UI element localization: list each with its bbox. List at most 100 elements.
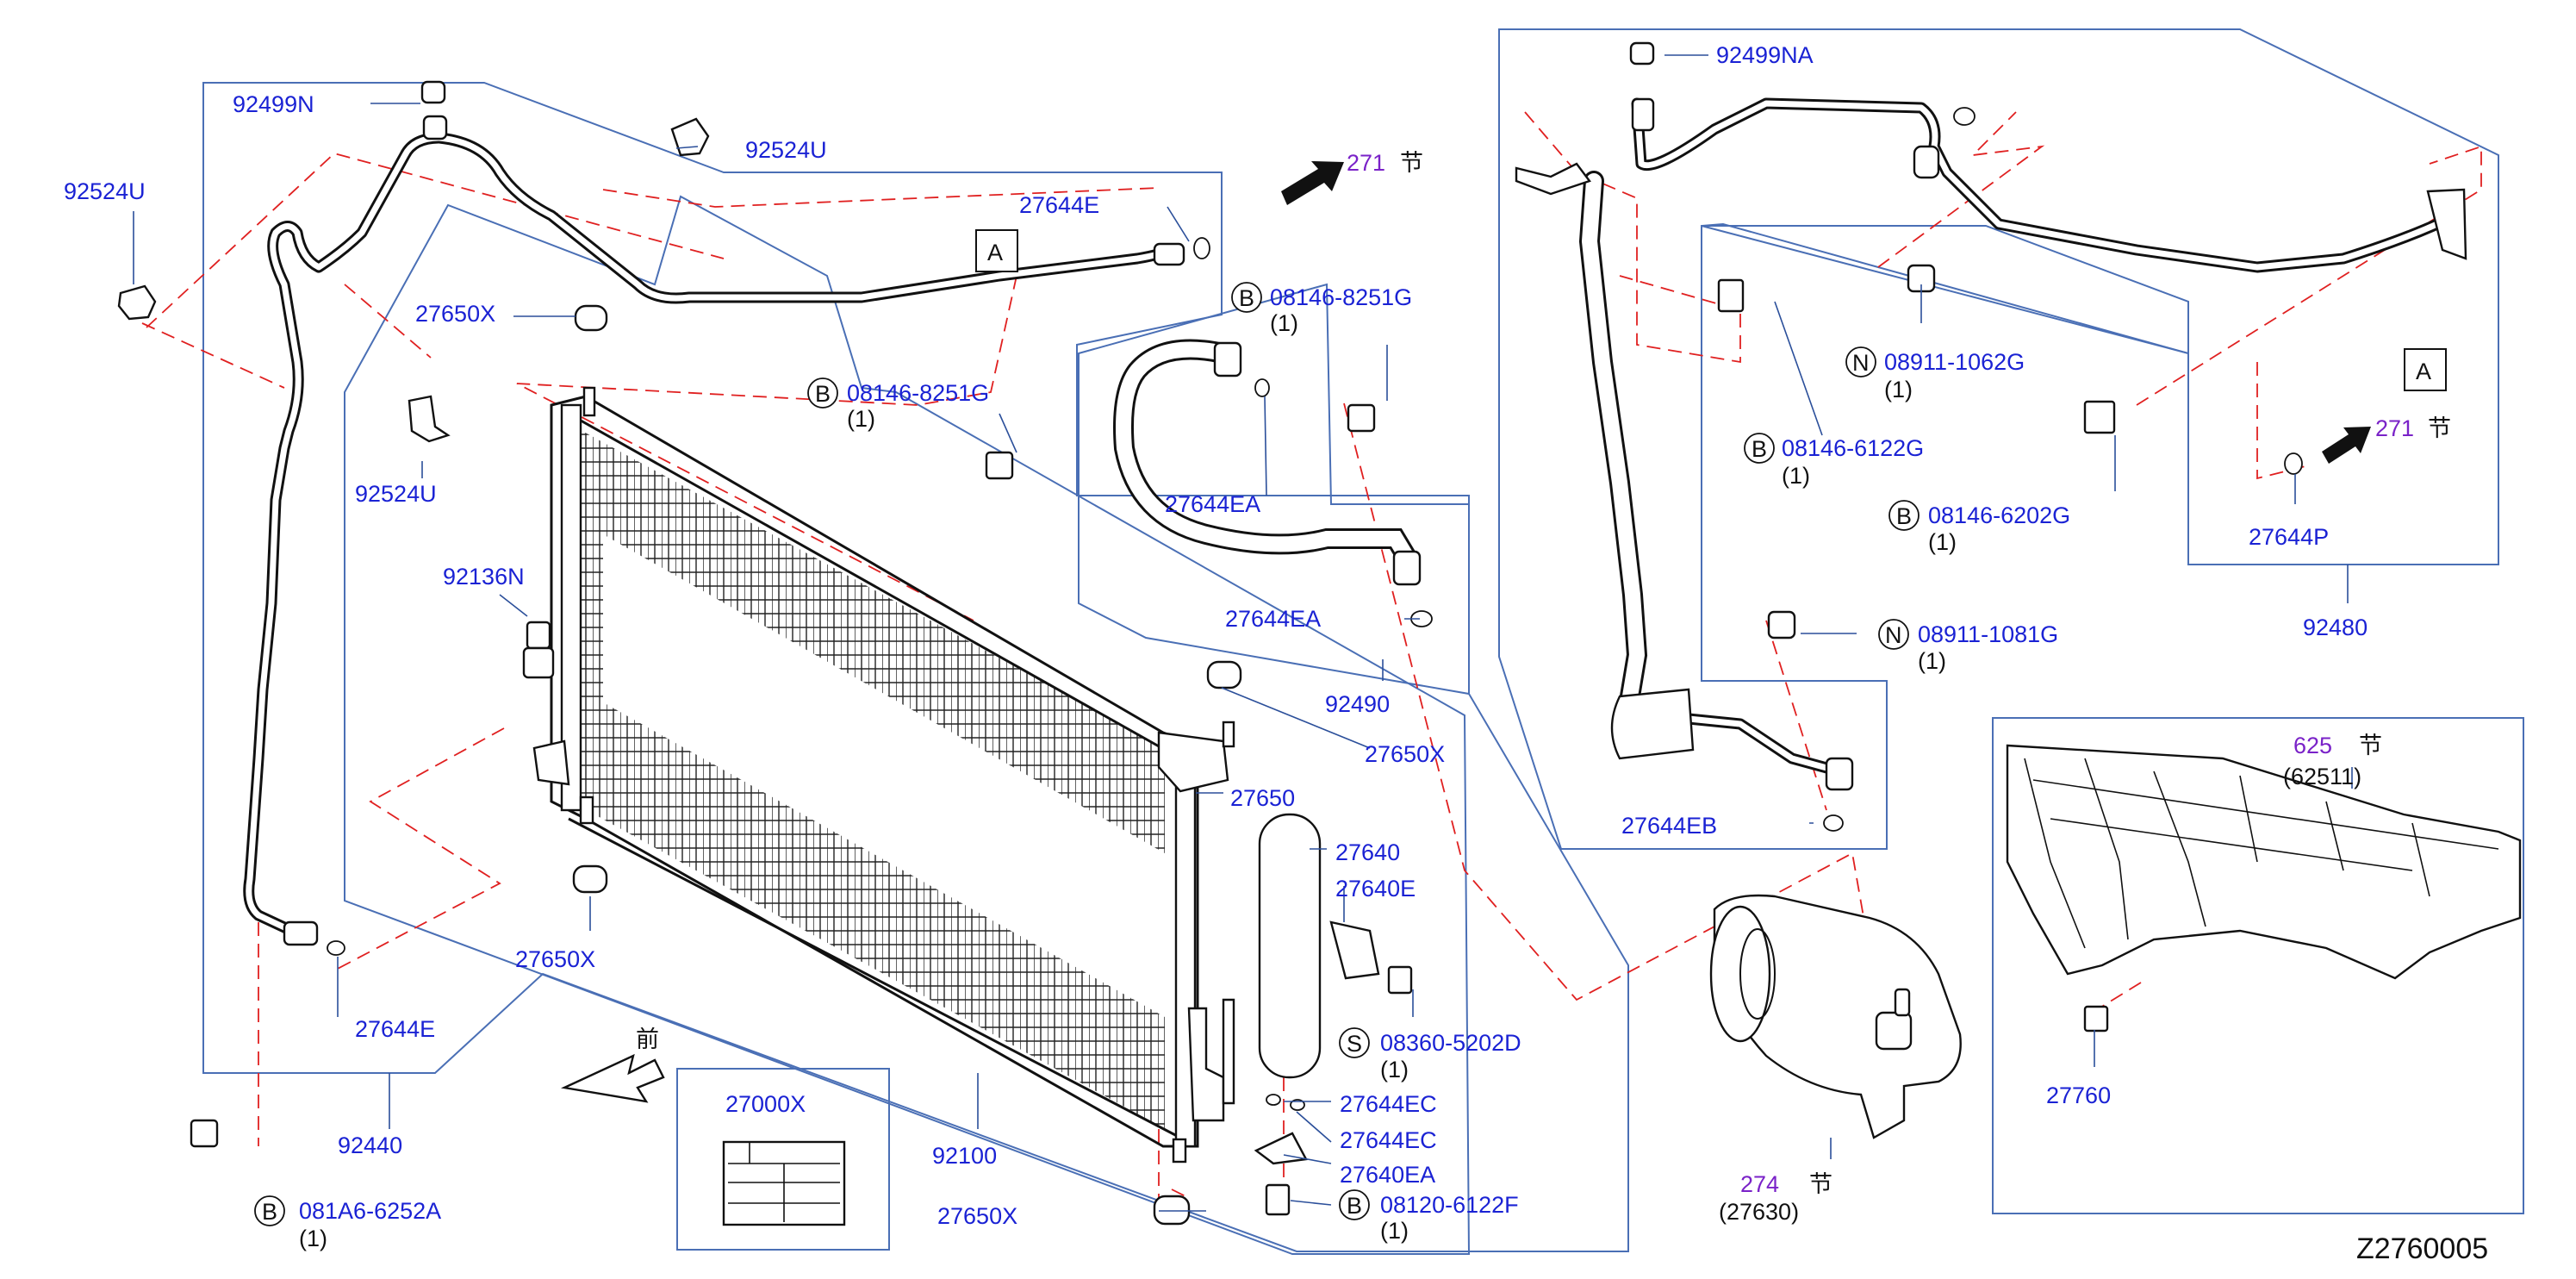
callout-code: 08911-1062G xyxy=(1884,349,2025,375)
callout-letter-circle xyxy=(1888,500,1920,531)
front-arrow-icon xyxy=(560,1053,665,1103)
callout-code: 08146-8251G xyxy=(1270,284,1412,310)
o-ring-icon xyxy=(1823,814,1844,832)
arrow-icon xyxy=(1281,161,1344,205)
callout-08120-6122F: B 08120-6122F (1) xyxy=(1339,1189,1519,1244)
diagram-id: Z2760005 xyxy=(2356,1232,2488,1265)
part-label: 27640 xyxy=(1335,839,1400,865)
callout-letter: B xyxy=(1347,1193,1362,1219)
part-label: 27644E xyxy=(355,1016,435,1042)
section-ref-char: 节 xyxy=(2359,733,2382,758)
part-label: 92136N xyxy=(443,564,525,590)
cap-icon xyxy=(422,115,448,140)
section-ref-number: 625 xyxy=(2293,733,2332,758)
pipe-92440-inner xyxy=(246,134,1171,943)
clip-icon xyxy=(408,395,451,443)
bracket-icon xyxy=(1515,162,1591,196)
compressor-port xyxy=(1894,988,1911,1017)
phantom-line xyxy=(141,153,725,389)
part-label: 92524U xyxy=(745,137,827,163)
pipe-92480-inner xyxy=(1633,100,2459,271)
part-label: 27640E xyxy=(1335,876,1416,902)
part-label: 92499N xyxy=(233,91,314,117)
cap-icon xyxy=(1629,41,1655,66)
group-box-inner xyxy=(1701,225,2189,355)
part-label: 27650X xyxy=(1365,741,1445,767)
callout-qty: (1) xyxy=(847,406,875,432)
leader-line xyxy=(133,54,2353,1212)
callout-qty: (1) xyxy=(1782,463,1810,489)
compressor-pulley xyxy=(1739,928,1776,1020)
part-label: 92490 xyxy=(1325,691,1390,717)
group-box-625 xyxy=(1992,717,2524,1214)
pipe-end-fitting xyxy=(1153,242,1185,266)
clip-icon xyxy=(117,284,157,321)
cap-icon xyxy=(1631,97,1655,132)
bolt-icon xyxy=(190,1119,219,1148)
o-ring-icon xyxy=(327,940,345,956)
callout-letter-circle xyxy=(254,1195,285,1226)
phantom-line xyxy=(1524,111,1741,364)
condenser-tank-left xyxy=(560,403,582,812)
callout-qty: (1) xyxy=(1380,1218,1409,1244)
part-label: 27650X xyxy=(515,946,595,972)
section-ref-sub: (27630) xyxy=(1719,1199,1799,1225)
section-ref-char: 节 xyxy=(2428,415,2451,441)
callout-08146-6122G: B 08146-6122G (1) xyxy=(1744,433,1924,489)
hose-fitting xyxy=(1213,341,1242,377)
callout-letter: B xyxy=(1239,285,1254,311)
front-label: 前 xyxy=(636,1026,659,1052)
section-ref-number: 271 xyxy=(1347,150,1385,176)
callout-code: 08911-1081G xyxy=(1918,621,2058,647)
pipe-92480-inner xyxy=(1651,712,1843,775)
callout-code: 08146-6122G xyxy=(1782,435,1924,461)
part-label: 92440 xyxy=(338,1132,402,1158)
o-ring-icon xyxy=(2284,452,2303,475)
member-625 xyxy=(2006,744,2522,980)
callout-08911-1081G: N 08911-1081G (1) xyxy=(1878,619,2058,674)
o-ring-icon xyxy=(1193,237,1210,259)
callout-letter-circle xyxy=(1744,433,1775,464)
mount-icon xyxy=(572,864,608,894)
o-ring-icon xyxy=(1953,107,1976,126)
pressure-sensor-icon xyxy=(522,646,555,679)
callout-letter: N xyxy=(1852,350,1870,376)
callout-qty: (1) xyxy=(1884,377,1913,402)
callout-letter-circle xyxy=(1231,282,1262,313)
label-tag-lines xyxy=(728,1142,840,1222)
condenser-rail xyxy=(568,412,1181,760)
callout-code: 08120-6122F xyxy=(1380,1192,1519,1218)
part-label: 27760 xyxy=(2046,1082,2111,1108)
hose-fitting xyxy=(1913,145,1940,179)
hose-fitting xyxy=(1825,757,1854,791)
pin-icon xyxy=(582,386,596,417)
cap-icon xyxy=(420,80,446,104)
pressure-sensor-icon xyxy=(526,621,551,650)
part-label: 27650 xyxy=(1230,785,1295,811)
bolt-icon xyxy=(1265,1183,1291,1216)
phantom-line xyxy=(516,187,1160,621)
bracket-icon xyxy=(532,739,570,786)
mount-icon xyxy=(574,304,608,332)
pin-icon xyxy=(579,795,594,825)
phantom-line xyxy=(1343,402,1879,1001)
callout-qty: (1) xyxy=(1270,310,1298,336)
part-label: 27644EB xyxy=(1621,813,1717,839)
callout-letter: N xyxy=(1885,622,1902,648)
callout-letter: B xyxy=(262,1199,277,1225)
pin-icon xyxy=(1222,721,1235,748)
mount-icon xyxy=(1153,1195,1191,1226)
nut-icon xyxy=(1767,610,1796,640)
hose-92490-inner xyxy=(1116,341,1416,568)
part-label: 92499NA xyxy=(1716,42,1814,68)
receiver-drier-icon xyxy=(1258,813,1322,1079)
hose-92480-inner xyxy=(1581,173,1646,714)
phantom-line xyxy=(1877,111,2482,406)
bolt-icon xyxy=(1717,278,1745,313)
callout-letter: B xyxy=(1896,503,1912,529)
callout-08911-1062G: N 08911-1062G (1) xyxy=(1845,346,2025,402)
mount-icon xyxy=(1206,660,1242,689)
bracket-icon xyxy=(1157,731,1229,793)
callout-code: 081A6-6252A xyxy=(299,1198,441,1224)
